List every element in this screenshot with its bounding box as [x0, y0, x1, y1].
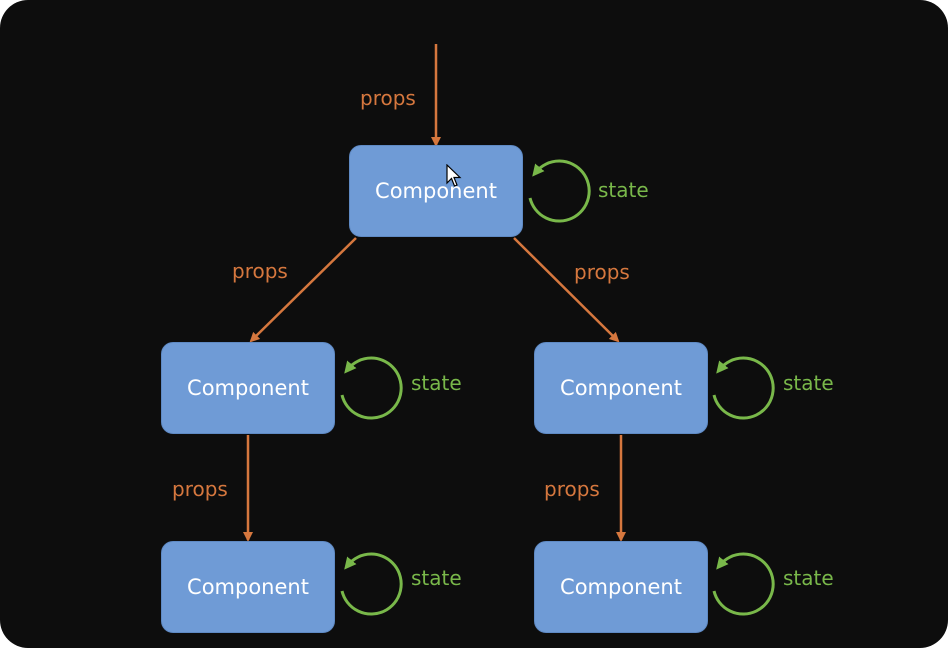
state-loop-bottom-right	[712, 552, 775, 616]
props-arrow-root-left	[249, 237, 357, 343]
props-label-root-left: props	[232, 259, 288, 283]
state-label-mid-left: state	[411, 371, 462, 395]
props-label-left-down: props	[172, 477, 228, 501]
state-loop-bottom-left	[340, 552, 403, 616]
state-label-bottom-left: state	[411, 566, 462, 590]
state-label-bottom-right: state	[783, 566, 834, 590]
state-label-mid-right: state	[783, 371, 834, 395]
component-node-mid-left: Component	[161, 342, 335, 434]
props-label-root-right: props	[574, 260, 630, 284]
component-node-mid-right: Component	[534, 342, 708, 434]
props-label-in: props	[360, 86, 416, 110]
component-node-bottom-left: Component	[161, 541, 335, 633]
component-node-bottom-right: Component	[534, 541, 708, 633]
component-label: Component	[187, 575, 309, 599]
state-loop-root	[528, 159, 591, 223]
component-label: Component	[187, 376, 309, 400]
component-node-root: Component	[349, 145, 523, 237]
props-label-right-down: props	[544, 477, 600, 501]
state-loop-mid-left	[340, 356, 403, 420]
component-label: Component	[560, 575, 682, 599]
state-label-root: state	[598, 178, 649, 202]
state-loop-mid-right	[712, 356, 775, 420]
component-label: Component	[375, 179, 497, 203]
props-arrow-root-right	[513, 237, 620, 343]
component-label: Component	[560, 376, 682, 400]
mouse-cursor-icon	[446, 164, 462, 187]
